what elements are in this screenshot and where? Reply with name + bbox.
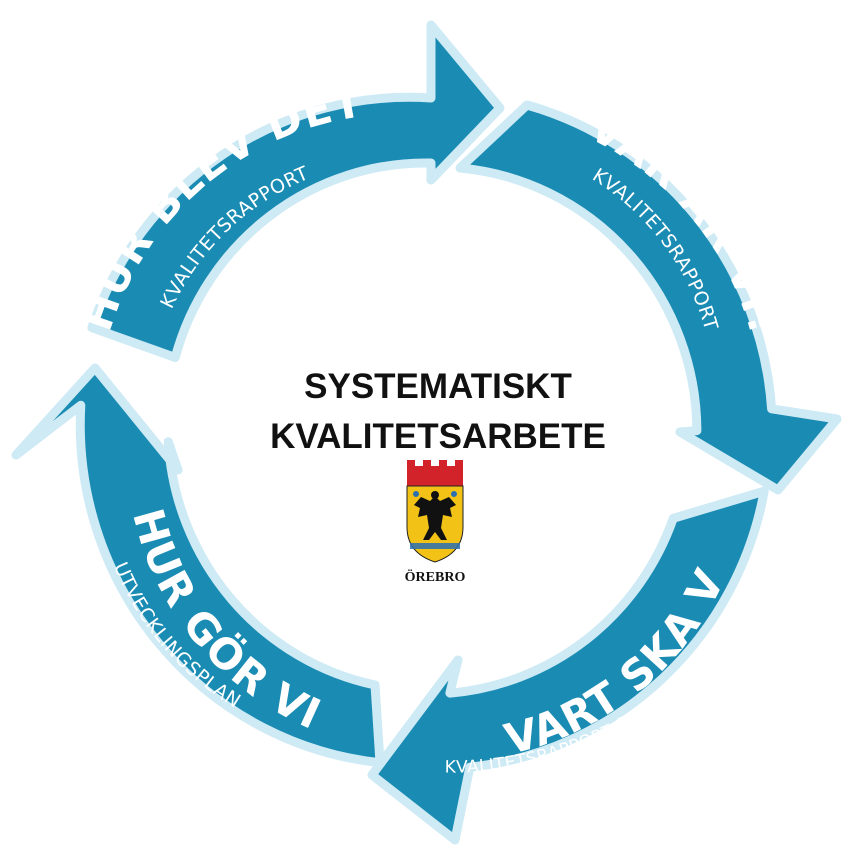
arrow-top-left: [87, 20, 505, 362]
orebro-coat-of-arms-icon: [406, 460, 464, 563]
center-title: SYSTEMATISKT KVALITETSARBETE: [270, 367, 606, 456]
arrow-top-right: [455, 100, 842, 495]
arrow-bottom-left: [11, 363, 385, 768]
city-name: ÖREBRO: [405, 568, 466, 585]
cycle-arrows: [11, 20, 842, 845]
center-title-line2: KVALITETSARBETE: [270, 417, 606, 456]
arrow-bottom-right: [367, 486, 769, 845]
center-title-line1: SYSTEMATISKT: [304, 367, 572, 406]
